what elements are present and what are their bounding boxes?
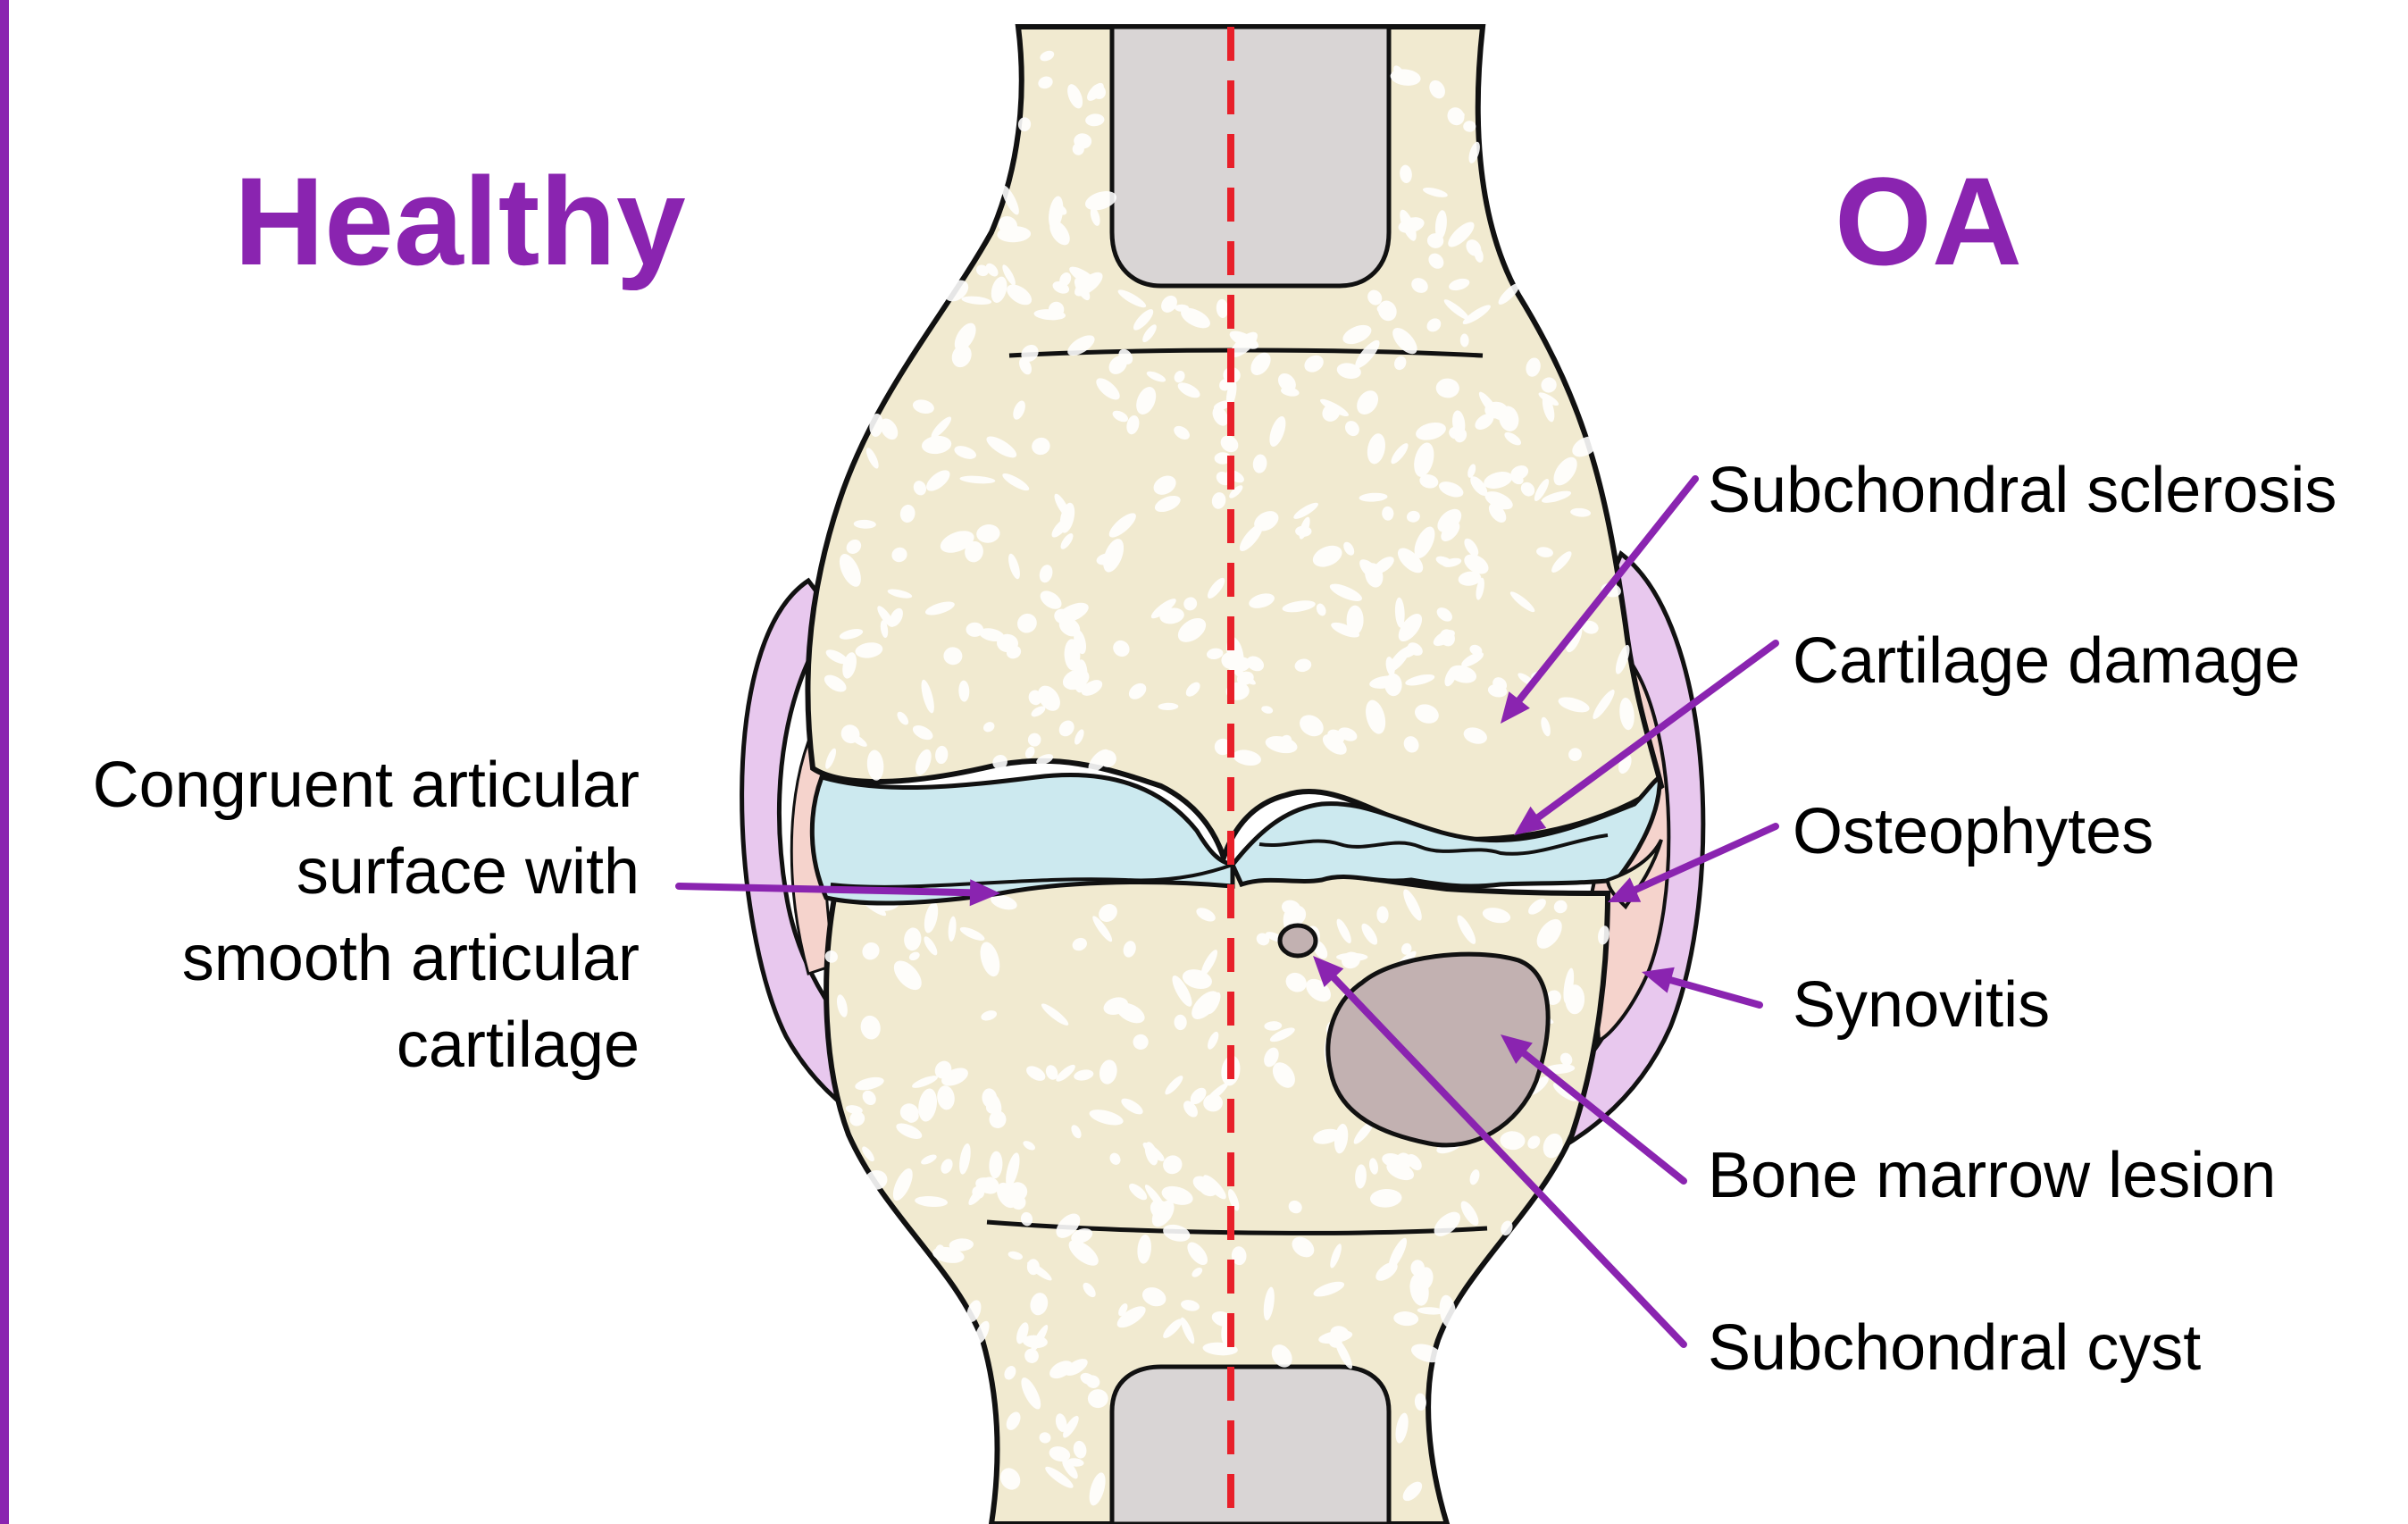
tibia-marrow-canal [1112, 1367, 1389, 1524]
congruent-label-line: cartilage [93, 1002, 640, 1089]
cartilage-damage-label: Cartilage damage [1793, 629, 2300, 693]
subchondral-sclerosis-label: Subchondral sclerosis [1708, 458, 2337, 523]
osteophytes-label: Osteophytes [1793, 800, 2153, 864]
congruent-label-line: surface with [93, 829, 640, 916]
congruent-label-line: smooth articular [93, 916, 640, 1002]
trabecula [1088, 1389, 1108, 1408]
congruent-label-line: Congruent articular [93, 742, 640, 829]
healthy-cartilage [812, 775, 1233, 904]
bone-marrow-lesion-label: Bone marrow lesion [1708, 1143, 2276, 1208]
subchondral-cyst [1280, 925, 1316, 956]
healthy-heading: Healthy [234, 159, 686, 284]
subchondral-cyst-label: Subchondral cyst [1708, 1316, 2201, 1380]
oa-heading: OA [1835, 159, 2022, 284]
congruent-cartilage-label: Congruent articular surface with smooth … [93, 742, 640, 1089]
femur-marrow-canal [1112, 27, 1389, 286]
synovitis-label: Synovitis [1793, 973, 2050, 1037]
